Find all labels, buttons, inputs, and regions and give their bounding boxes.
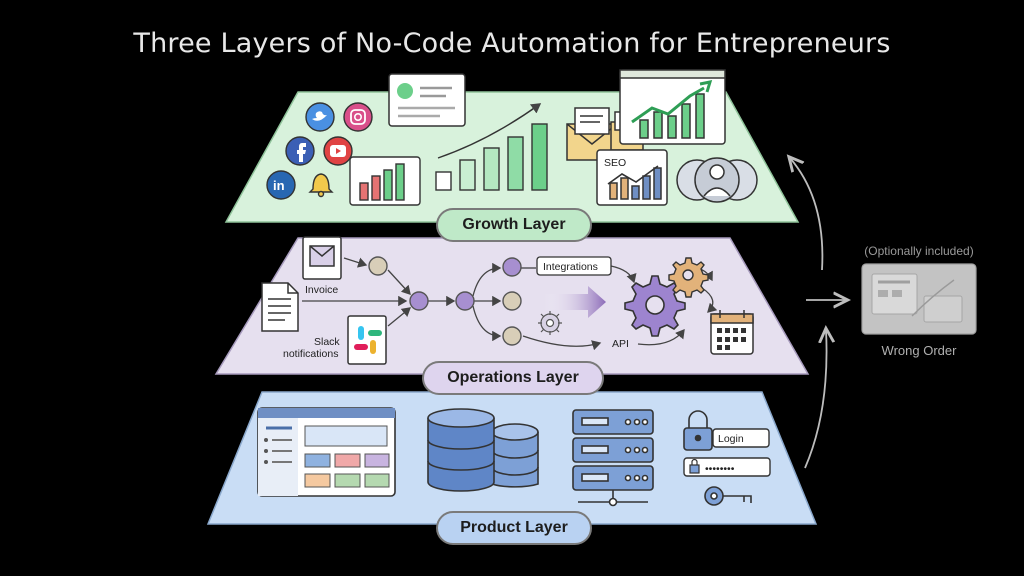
seo-chart-icon	[596, 149, 668, 206]
wrong-order-label: Wrong Order	[881, 343, 957, 358]
twitter-icon	[305, 102, 335, 132]
bar-chart-icon	[349, 156, 421, 206]
facebook-icon	[285, 136, 315, 166]
email-icon	[302, 236, 342, 280]
linkedin-icon: in	[266, 170, 296, 200]
growth-trend-line	[437, 103, 542, 159]
server-icon	[572, 409, 654, 507]
slack-label-line1: Slack	[314, 336, 340, 348]
seo-label: SEO	[604, 157, 626, 169]
user-icon	[676, 157, 758, 203]
integrations-box	[536, 256, 612, 276]
app-window-icon	[257, 407, 396, 497]
wrong-order-thumbnail	[861, 263, 977, 335]
slack-icon	[347, 315, 387, 365]
trend-chart-icon	[619, 69, 726, 145]
key-icon	[704, 486, 752, 506]
database-icon	[427, 408, 539, 492]
product-layer-label: Product Layer	[436, 511, 592, 545]
instagram-icon	[343, 102, 373, 132]
process-arrow	[544, 286, 606, 318]
integrations-label: Integrations	[543, 261, 598, 273]
gear-icon-tiny	[538, 311, 562, 335]
login-field	[712, 428, 770, 448]
profile-card-icon	[388, 73, 466, 127]
small-lock-icon	[689, 458, 700, 474]
calendar-icon	[710, 310, 754, 355]
growth-bars	[435, 123, 548, 191]
growth-layer-label: Growth Layer	[436, 208, 592, 242]
gear-icon-small	[668, 257, 709, 298]
youtube-icon	[323, 136, 353, 166]
page-title: Three Layers of No-Code Automation for E…	[133, 28, 891, 59]
lock-icon	[683, 410, 713, 451]
login-text: Login	[718, 433, 744, 445]
invoice-label: Invoice	[305, 284, 338, 296]
flow-nodes	[368, 256, 522, 346]
document-icon	[261, 282, 299, 332]
svg-text:in: in	[273, 178, 285, 193]
operations-layer-label: Operations Layer	[422, 361, 604, 395]
password-field	[683, 457, 771, 477]
api-label: API	[612, 338, 629, 350]
password-dots: ••••••••	[705, 463, 735, 475]
optional-label: (Optionally included)	[864, 244, 974, 258]
product-up-arrow	[804, 330, 827, 469]
slack-label-line2: notifications	[283, 348, 338, 360]
bell-icon	[308, 173, 334, 198]
growth-up-arrow	[790, 158, 824, 271]
